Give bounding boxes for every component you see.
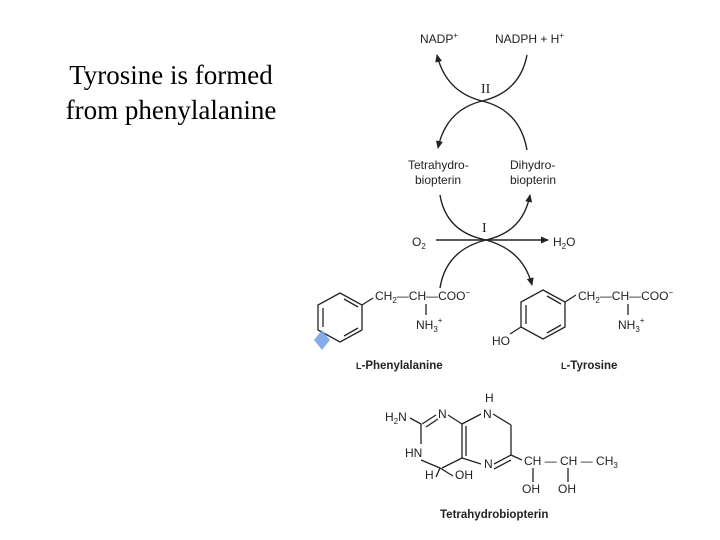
slide-title: Tyrosine is formed from phenylalanine <box>36 58 306 128</box>
phe-amine: NH3+ <box>416 316 443 334</box>
tyr-side-chain: CH2—CH—COO− <box>578 288 673 305</box>
phenylalanine-structure: CH2—CH—COO− NH3+ L-Phenylalanine <box>314 288 470 372</box>
phenylalanine-caption: L-Phenylalanine <box>356 360 443 372</box>
diamond-marker <box>314 330 330 350</box>
benzene-ring-tyr <box>509 289 577 340</box>
reaction-ii-label: II <box>481 82 491 97</box>
phe-to-tyr-arc <box>439 239 487 289</box>
tetrahydrobiopterin-label-line2: biopterin <box>415 173 461 187</box>
nadp-label: NADP+ <box>420 31 458 46</box>
bh4-oh-2: OH <box>558 482 576 496</box>
tetrahydrobiopterin-label-line1: Tetrahydro- <box>408 158 469 172</box>
tyr-amine: NH3+ <box>618 316 645 334</box>
tyr-hydroxyl: HO <box>492 334 510 348</box>
bh4-side-chain: CH — CH — CH3 <box>524 454 618 470</box>
hydroxylation-reaction: O2 H2O I <box>412 194 575 289</box>
bh4-amino-bond <box>409 417 422 425</box>
nadph-label: NADPH + H+ <box>495 31 564 46</box>
tyrosine-structure: CH2—CH—COO− NH3+ HO L-Tyrosine <box>492 288 673 372</box>
dihydro-to-center-arc <box>481 100 528 151</box>
bh4-oh-1: OH <box>522 482 540 496</box>
center-to-tyrosine-arc <box>485 239 534 286</box>
bh4-n-top: N <box>483 407 492 421</box>
bh4-amino: H2N <box>385 410 407 426</box>
center-to-tetrahydro-arc <box>436 100 483 149</box>
reaction-i-label: I <box>482 221 487 236</box>
cofactor-cycle-nadp: NADP+ NADPH + H+ II <box>420 31 564 151</box>
bh4-n1: N <box>438 407 447 421</box>
center-to-dihydro-arc <box>485 194 533 241</box>
nadph-to-center-arc <box>481 54 528 102</box>
bh4-h-low: H <box>425 468 434 482</box>
bh4-h-top: H <box>485 391 494 405</box>
dihydrobiopterin-label-line2: biopterin <box>510 173 556 187</box>
tetrahydrobiopterin-structure: H2N N H N HN H OH N CH — CH — CH3 OH OH <box>385 391 618 521</box>
h2o-label: H2O <box>553 235 575 251</box>
bh4-oh: OH <box>455 468 473 482</box>
bh4-hn: HN <box>405 446 422 460</box>
title-line-1: Tyrosine is formed <box>69 60 273 90</box>
tetrahydrobiopterin-caption: Tetrahydrobiopterin <box>440 509 548 521</box>
tetrahydro-to-center-arc <box>439 194 487 241</box>
dihydrobiopterin-label-line1: Dihydro- <box>510 158 555 172</box>
title-line-2: from phenylalanine <box>65 95 277 125</box>
benzene-ring-phe <box>317 292 374 343</box>
bh4-ring-bonds <box>420 413 569 482</box>
tyrosine-caption: L-Tyrosine <box>561 360 617 372</box>
phe-side-chain: CH2—CH—COO− <box>375 288 470 305</box>
center-to-nadp-arc <box>435 54 483 102</box>
o2-label: O2 <box>412 235 426 251</box>
bh4-n-mid: N <box>484 457 493 471</box>
